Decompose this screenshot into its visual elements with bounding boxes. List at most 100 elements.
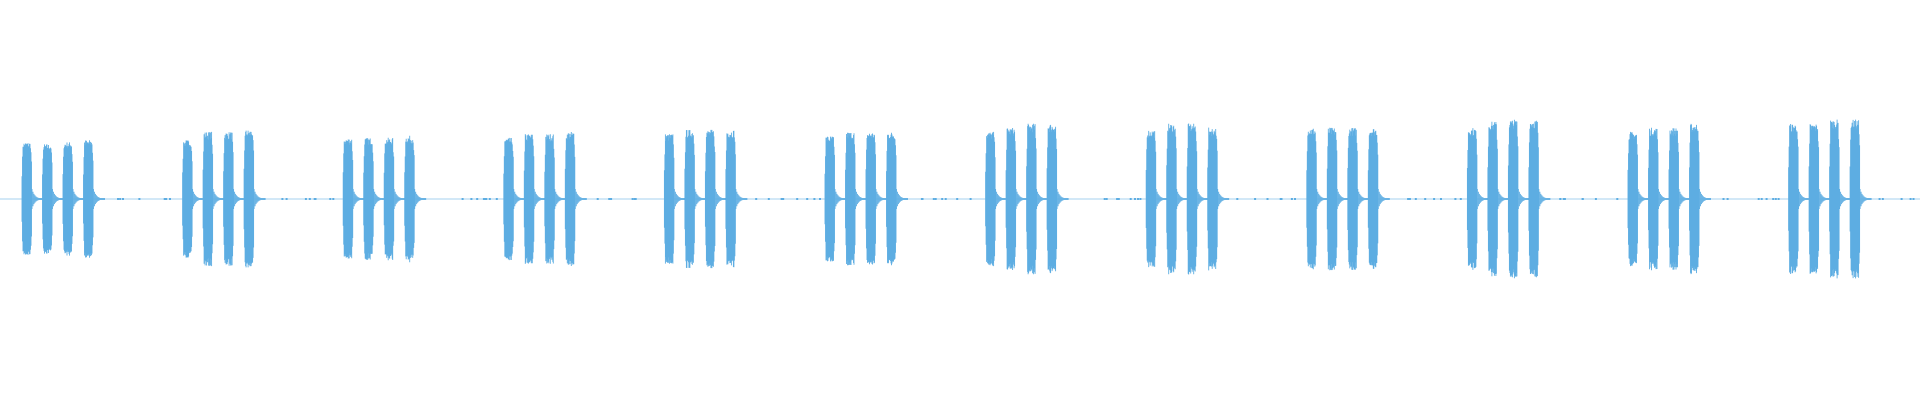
waveform-noise [1254,198,1257,200]
waveform-burst [523,134,546,264]
waveform-noise [1129,198,1132,200]
waveform-noise [1408,198,1411,200]
waveform-noise [932,198,935,200]
waveform-noise [495,198,498,200]
waveform-noise [1563,198,1566,200]
waveform-burst [544,134,567,264]
waveform-noise [1134,198,1136,200]
waveform-noise [1117,198,1120,200]
waveform-noise [329,198,332,200]
waveform-noise [1294,198,1296,200]
waveform-burst [684,130,707,268]
waveform-noise [767,198,770,200]
waveform-noise [755,198,758,200]
waveform-burst [1849,119,1872,279]
waveform-burst [1648,127,1670,271]
waveform-burst [1466,128,1489,270]
waveform-noise [608,198,611,200]
waveform-burst [1528,120,1551,278]
waveform-burst [243,130,266,268]
waveform-noise [1103,198,1106,200]
waveform-burst [845,132,867,266]
waveform-noise [921,198,924,200]
waveform-baseline [0,198,1920,200]
waveform-burst [1788,124,1811,274]
waveform-noise [1137,198,1139,200]
waveform-noise [1454,198,1457,200]
waveform-burst [1668,128,1691,270]
waveform-noise [1772,198,1775,200]
waveform-noise [169,198,171,200]
waveform-noise [1459,198,1462,200]
waveform-burst [1306,128,1329,270]
waveform-noise [476,198,479,200]
waveform-noise [1139,198,1142,200]
waveform-burst [1347,128,1370,270]
waveform-noise [1594,198,1597,200]
waveform-noise [314,198,317,200]
waveform-burst [1046,124,1069,274]
waveform-burst [62,142,85,256]
waveform-noise [634,198,637,200]
waveform-noise [1290,198,1293,200]
waveform-burst [1145,130,1168,268]
waveform-burst [42,144,64,254]
waveform-burst [363,138,386,260]
waveform-burst [1166,123,1189,275]
waveform-noise [1105,198,1108,200]
waveform-noise [1881,198,1884,200]
waveform-burst [223,132,246,266]
waveform-noise [281,198,284,200]
waveform-noise [165,198,168,200]
waveform-burst [1808,124,1831,274]
waveform-noise [1424,198,1427,200]
waveform-noise [1440,198,1442,200]
waveform-noise [119,198,122,200]
waveform-noise [285,198,288,200]
waveform-burst [1627,131,1650,267]
waveform-noise [332,198,335,200]
waveform-noise [163,198,166,200]
waveform-noise [1722,198,1725,200]
waveform-noise [1407,198,1410,200]
waveform-noise [944,198,947,200]
waveform-burst [886,132,908,266]
waveform-noise [1909,198,1912,200]
waveform-noise [117,198,120,200]
waveform-noise [1777,198,1780,200]
waveform-burst [564,132,587,266]
waveform-burst [1005,128,1028,270]
waveform-burst [725,130,748,268]
waveform-noise [780,198,783,200]
waveform-burst [824,136,847,262]
waveform-noise [1726,198,1729,200]
waveform-noise [1912,198,1915,200]
waveform-noise [1765,198,1768,200]
waveform-noise [631,198,634,200]
waveform-noise [596,198,599,200]
waveform-burst [1026,123,1049,275]
waveform-noise [782,198,785,200]
waveform-burst [1207,127,1230,271]
waveform-burst [1326,127,1349,271]
waveform-burst [704,129,727,269]
waveform-noise [1266,198,1269,200]
waveform-noise [1757,198,1760,200]
waveform-noise [488,198,491,200]
waveform-noise [1236,198,1239,200]
waveform-noise [610,198,613,200]
waveform-noise [1581,198,1584,200]
waveform-noise [956,198,959,200]
waveform-noise [1559,198,1562,200]
waveform-burst [1367,129,1390,269]
waveform-burst [503,137,526,261]
waveform-noise [1562,198,1565,200]
waveform-noise [482,198,485,200]
waveform-burst [1186,123,1209,275]
waveform-noise [819,198,821,200]
waveform-burst [202,131,225,267]
waveform-noise [1616,198,1619,200]
waveform-noise [485,198,488,200]
waveform-noise [1774,198,1777,200]
